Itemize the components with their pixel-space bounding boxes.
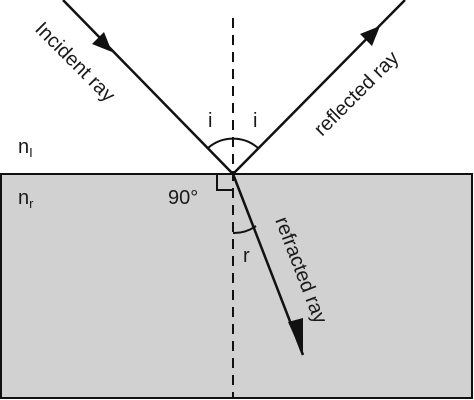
reflected-ray-label: reflected ray [310,47,403,140]
reflected-ray [232,0,406,175]
refraction-angle-arc [232,225,257,235]
upper-medium-index-label: nI [18,136,33,160]
refracted-arrow-icon [288,318,303,355]
incident-arrow-icon [92,32,112,52]
right-angle-label: 90° [168,187,198,209]
incidence-reflection-arc [207,137,259,149]
lower-medium-index-label: nr [18,187,34,211]
incident-ray [62,0,234,175]
reflected-arrow-icon [360,26,380,46]
incident-ray-label: Incident ray [30,18,119,107]
incidence-angle-label: i [208,110,212,132]
refraction-angle-label: r [243,245,250,267]
right-angle-marker [216,174,233,191]
reflection-angle-label: i [253,110,257,132]
lower-medium [0,173,473,399]
